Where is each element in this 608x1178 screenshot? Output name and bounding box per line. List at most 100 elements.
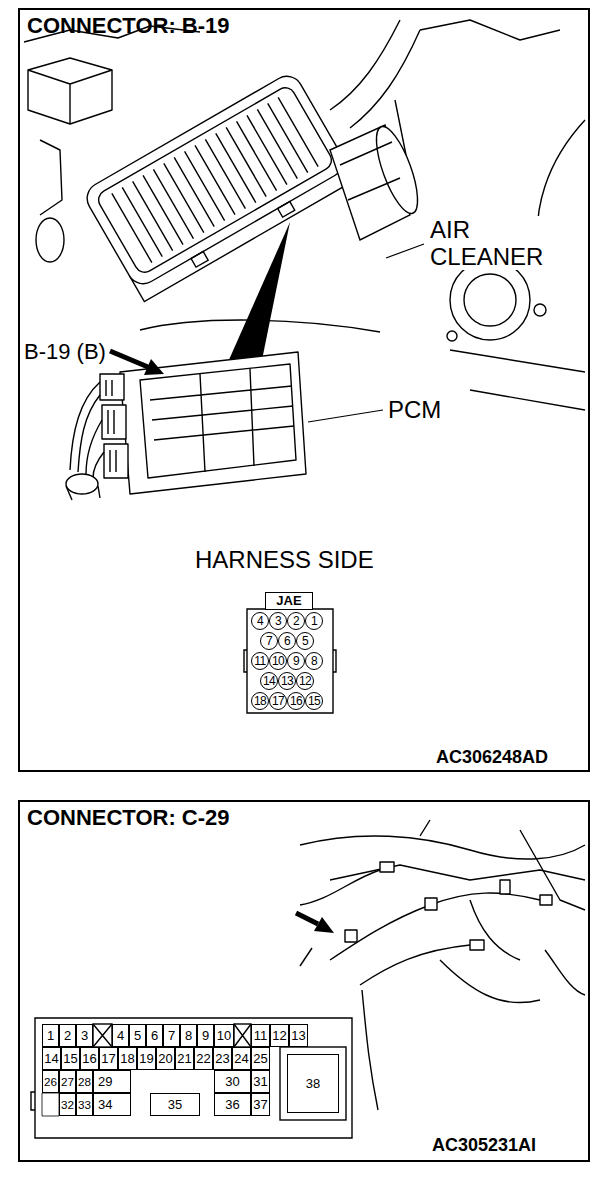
engine-bay	[28, 58, 112, 124]
intake-duct	[330, 122, 426, 240]
connector-outline	[31, 1018, 352, 1138]
pin-number: 3	[81, 1029, 88, 1042]
pin-cell: 29	[93, 1070, 131, 1093]
engine-bay	[36, 218, 64, 262]
pin-cell: 15	[61, 1047, 80, 1070]
pin-number: 11	[254, 1029, 268, 1042]
intake-duct	[340, 142, 400, 200]
pcm-unit	[150, 369, 294, 472]
intake-duct	[368, 122, 426, 218]
pin-circle: 4	[251, 612, 269, 630]
pin-number: 25	[253, 1052, 267, 1065]
pin-number: 8	[311, 655, 317, 667]
pin-cell: 6	[146, 1024, 163, 1047]
pin-circle: 18	[251, 692, 269, 710]
pin-cell: 22	[194, 1047, 213, 1070]
dashboard-harness	[420, 820, 430, 836]
dashboard-harness	[425, 898, 437, 910]
engine-bay	[28, 70, 112, 124]
pin-number: 2	[293, 615, 299, 627]
connector-outline	[31, 1092, 35, 1110]
connector-label: B-19 (B)	[22, 338, 108, 365]
pin-number: 27	[61, 1076, 74, 1088]
pin-number: 11	[254, 655, 265, 667]
pin-number: 21	[177, 1052, 191, 1065]
pin-number: 19	[139, 1052, 153, 1065]
pin-number: 13	[281, 675, 293, 687]
pin-number: 9	[293, 655, 299, 667]
pin-cell: 11	[251, 1024, 270, 1047]
pin-cell: 3	[76, 1024, 93, 1047]
pin-number: 14	[44, 1052, 58, 1065]
dashboard-harness	[470, 900, 520, 960]
pcm-unit	[140, 364, 296, 478]
pin-number: 6	[151, 1029, 158, 1042]
pointer-arrow	[110, 351, 164, 375]
leader-wedge	[228, 222, 290, 362]
maker-tab: JAE	[265, 592, 313, 610]
pin-circle: 8	[305, 652, 323, 670]
leader-wedge	[228, 222, 290, 362]
pin-number: 18	[120, 1052, 134, 1065]
pin-cell: 12	[270, 1024, 289, 1047]
part-label: PCM	[386, 396, 443, 423]
pcm-unit	[66, 486, 100, 500]
pin-number: 16	[82, 1052, 96, 1065]
connector-outline	[35, 1018, 352, 1138]
pin-cell: 25	[251, 1047, 270, 1070]
pin-cell: 28	[76, 1070, 93, 1093]
pointer-arrow	[296, 913, 334, 933]
connector-outline	[93, 1024, 112, 1047]
pin-number: 4	[117, 1029, 124, 1042]
pin-number: 3	[275, 615, 281, 627]
air-cleaner	[191, 251, 208, 267]
pin-number: 5	[134, 1029, 141, 1042]
dashboard-harness	[545, 950, 585, 995]
view-label: HARNESS SIDE	[193, 546, 376, 573]
pin-number: 29	[98, 1075, 112, 1088]
pointer-arrow	[144, 359, 164, 375]
pin-number: 26	[44, 1076, 57, 1088]
pin-number: 10	[217, 1029, 231, 1042]
air-cleaner	[95, 84, 335, 276]
pin-number: 30	[225, 1075, 239, 1088]
connector-outline	[280, 1047, 346, 1120]
engine-bay	[534, 304, 546, 316]
pin-circle: 10	[269, 652, 287, 670]
pin-cell: 7	[163, 1024, 180, 1047]
pin-cell: 30	[214, 1070, 251, 1093]
dashboard-harness	[470, 940, 484, 950]
air-cleaner	[81, 71, 348, 290]
dashboard-harness	[300, 948, 312, 966]
connector-panel: CONNECTOR: C-291234567891011121314151617…	[18, 800, 590, 1162]
connector-outline	[244, 650, 336, 672]
pin-cell: 24	[232, 1047, 251, 1070]
pin-number: 33	[78, 1099, 91, 1111]
pin-number: 22	[196, 1052, 210, 1065]
pin-cell: 10	[214, 1024, 234, 1047]
connector-outline	[244, 609, 336, 713]
pin-number: 10	[272, 655, 284, 667]
pcm-unit	[66, 474, 98, 494]
pin-circle: 16	[287, 692, 305, 710]
pin-cell: 21	[175, 1047, 194, 1070]
pcm-unit	[120, 352, 306, 494]
leader-line	[386, 244, 424, 258]
engine-bay	[420, 20, 560, 40]
pin-circle: 17	[269, 692, 287, 710]
figure-code: AC305231AI	[430, 1134, 538, 1156]
pointer-arrow	[296, 913, 318, 924]
pin-circle: 7	[260, 632, 278, 650]
panel-title: CONNECTOR: B-19	[27, 13, 230, 39]
engine-bay	[330, 20, 400, 110]
air-cleaner	[278, 201, 295, 217]
engine-bay	[40, 140, 62, 215]
dashboard-harness	[300, 820, 585, 1110]
pin-number: 6	[284, 635, 290, 647]
connector-outline	[234, 1024, 251, 1047]
pin-cell: 31	[251, 1070, 270, 1093]
pin-number: 28	[78, 1076, 91, 1088]
pin-number: 2	[64, 1029, 71, 1042]
dashboard-harness	[500, 880, 510, 894]
